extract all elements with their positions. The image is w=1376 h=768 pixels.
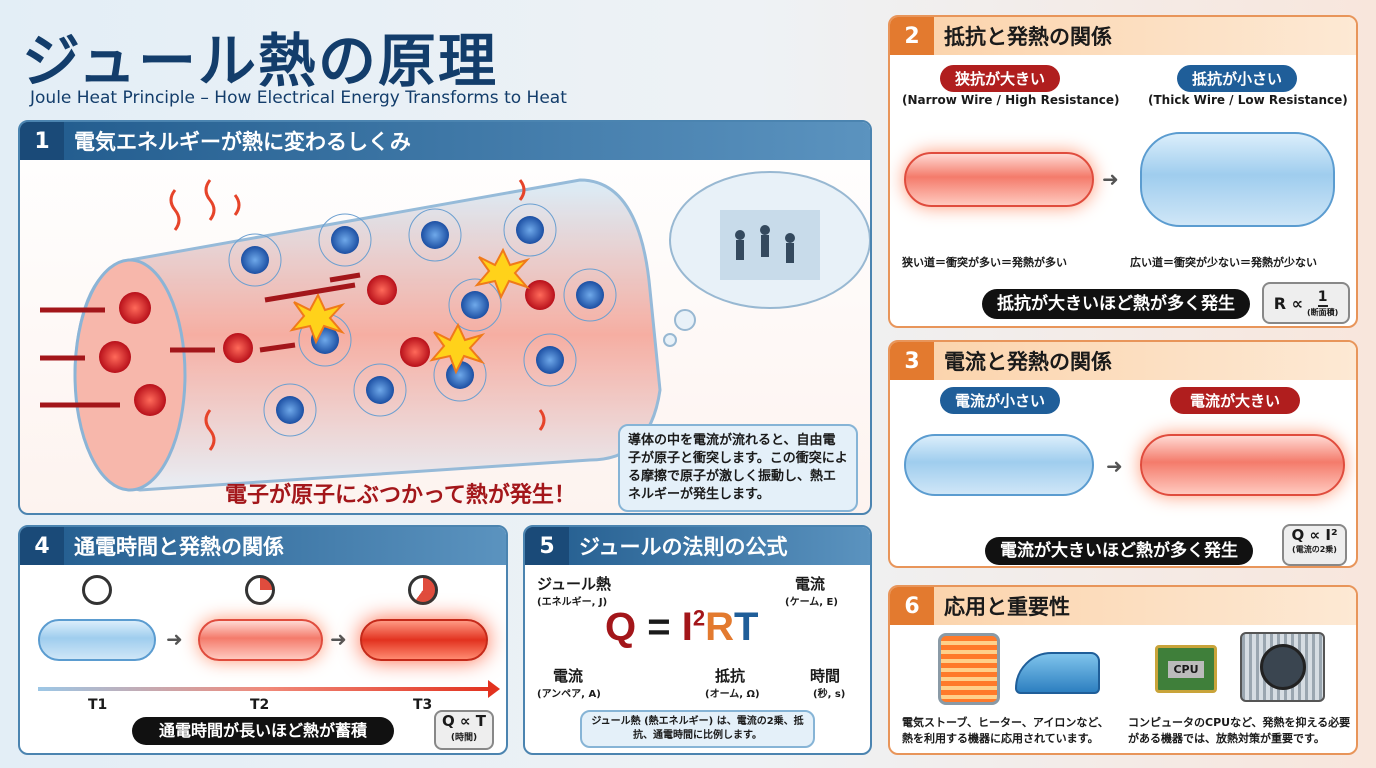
- formula-box: Q ∝ T (時間): [434, 710, 494, 750]
- panel-title: 通電時間と発熱の関係: [74, 535, 284, 559]
- low-resistance-description: 広い道＝衝突が少ない＝発熱が少ない: [1130, 256, 1317, 269]
- panel-header: 3 電流と発熱の関係: [890, 342, 1356, 380]
- formula-denominator: (断面積): [1306, 307, 1339, 317]
- arrow-icon: ➜: [166, 627, 183, 651]
- q-label: ジュール熱: [537, 575, 611, 593]
- i-unit: (アンペア, A): [537, 689, 601, 700]
- formula-equals: =: [647, 605, 671, 649]
- summary-pill: 抵抗が大きいほど熱が多く発生: [982, 289, 1250, 319]
- high-resistance-description: 狭い道＝衝突が多い＝発熱が多い: [902, 256, 1067, 269]
- panel-title: ジュールの法則の公式: [579, 535, 788, 559]
- panel-title: 電気エネルギーが熱に変わるしくみ: [74, 130, 411, 154]
- q-unit: (エネルギー, J): [537, 597, 608, 608]
- page-title: ジュール熱の原理: [22, 27, 498, 95]
- panel-number: 4: [20, 527, 64, 565]
- heat-dissipation-description: コンピュータのCPUなど、発熱を抑える必要がある機器では、放熱対策が重要です。: [1128, 716, 1351, 745]
- panel-number: 5: [525, 527, 569, 565]
- panel-formula: 5 ジュールの法則の公式 ジュール熱 (エネルギー, J) 電流 (ケーム, E)…: [523, 525, 872, 755]
- wire-t3: [360, 619, 488, 661]
- time-label-t2: T2: [250, 697, 270, 713]
- formula-i: I: [681, 605, 693, 649]
- panel-header: 4 通電時間と発熱の関係: [20, 527, 506, 565]
- high-resistance-subtitle: (Narrow Wire / High Resistance): [902, 93, 1120, 107]
- t-unit: (秒, s): [813, 689, 846, 700]
- panel-header: 2 抵抗と発熱の関係: [890, 17, 1356, 55]
- summary-pill: 電流が大きいほど熱が多く発生: [985, 537, 1253, 565]
- i-label: 電流: [553, 667, 584, 685]
- thick-wire: [1140, 132, 1335, 227]
- time-label-t3: T3: [413, 697, 433, 713]
- panel-title: 抵抗と発熱の関係: [944, 25, 1112, 49]
- t-top-label: 電流: [795, 575, 826, 593]
- page-subtitle: Joule Heat Principle – How Electrical En…: [30, 88, 567, 108]
- heat-use-description: 電気ストーブ、ヒーター、アイロンなど、熱を利用する機器に応用されています。: [902, 716, 1109, 745]
- arrow-icon: ➜: [330, 627, 347, 651]
- time-axis-arrow-icon: [488, 680, 500, 698]
- cpu-label: CPU: [1168, 660, 1204, 678]
- panel-header: 5 ジュールの法則の公式: [525, 527, 870, 565]
- heater-icon: [938, 633, 1000, 705]
- formula-box: Q ∝ I²(電流の2乗): [1282, 524, 1347, 566]
- explanation-bubble: 導体の中を電流が流れると、自由電子が原子と衝突します。この衝突による摩擦で原子が…: [618, 424, 858, 512]
- panel-number: 1: [20, 122, 64, 160]
- formula-lhs: R ∝: [1273, 293, 1303, 313]
- formula-t: T: [734, 605, 759, 649]
- panel-mechanism: 1 電気エネルギーが熱に変わるしくみ 電子が原子にぶつかって熱が発生！ 導体の中を…: [18, 120, 872, 515]
- formula-numerator: 1: [1317, 288, 1328, 307]
- formula-exponent: 2: [692, 605, 706, 631]
- time-axis: [38, 687, 493, 691]
- low-resistance-tag: 抵抗が小さい: [1177, 65, 1297, 92]
- narrow-wire: [904, 152, 1094, 207]
- high-resistance-tag: 狭抗が大きい: [940, 65, 1060, 92]
- cpu-chip-icon: CPU: [1155, 645, 1217, 693]
- summary-pill: 通電時間が長いほど熱が蓄積: [132, 717, 394, 745]
- low-current-tag: 電流が小さい: [940, 387, 1060, 414]
- heatsink-fan-icon: [1240, 632, 1325, 702]
- time-label-t1: T1: [88, 697, 108, 713]
- wire-t1: [38, 619, 156, 661]
- stopwatch-icon: [82, 575, 112, 605]
- wire-t2: [198, 619, 323, 661]
- panel-header: 6 応用と重要性: [890, 587, 1356, 625]
- panel-resistance: 2 抵抗と発熱の関係 狭抗が大きい (Narrow Wire / High Res…: [888, 15, 1358, 328]
- formula: Q ∝ I²: [1291, 526, 1338, 544]
- formula-note: (時間): [450, 733, 478, 743]
- low-resistance-subtitle: (Thick Wire / Low Resistance): [1148, 93, 1348, 107]
- thought-bubble: [663, 171, 870, 347]
- formula-note: (電流の2乗): [1292, 545, 1337, 554]
- panel-title: 応用と重要性: [944, 595, 1070, 619]
- arrow-icon: ➜: [1102, 167, 1119, 191]
- low-current-wire: [904, 434, 1094, 496]
- r-unit: (オーム, Ω): [705, 689, 760, 700]
- iron-icon: [1015, 652, 1100, 694]
- atoms: [228, 203, 617, 437]
- formula-box: R ∝ 1(断面積): [1262, 282, 1350, 324]
- electrons: [99, 275, 555, 416]
- panel-number: 2: [890, 17, 934, 55]
- t-label: 時間: [810, 667, 841, 685]
- conductor-illustration: [40, 171, 870, 492]
- panel-applications: 6 応用と重要性 CPU 電気ストーブ、ヒーター、アイロンなど、熱を利用する機器に…: [888, 585, 1358, 755]
- stopwatch-icon: [408, 575, 438, 605]
- panel-number: 3: [890, 342, 934, 380]
- formula-note-bubble: ジュール熱 (熱エネルギー) は、電流の2乗、抵抗、通電時間に比例します。: [580, 710, 815, 748]
- panel-number: 6: [890, 587, 934, 625]
- panel-current: 3 電流と発熱の関係 電流が小さい 電流が大きい ➜ 電流が大きいほど熱が多く発生…: [888, 340, 1358, 568]
- panel-header: 1 電気エネルギーが熱に変わるしくみ: [20, 122, 870, 160]
- collision-caption: 電子が原子にぶつかって熱が発生！: [225, 483, 576, 508]
- t-top-unit: (ケーム, E): [785, 597, 838, 608]
- stopwatch-icon: [245, 575, 275, 605]
- formula: Q ∝ T: [441, 712, 487, 730]
- high-current-tag: 電流が大きい: [1170, 387, 1300, 414]
- formula-r: R: [705, 605, 734, 649]
- joule-formula: Q = I2RT: [605, 605, 758, 650]
- high-current-wire: [1140, 434, 1345, 496]
- panel-title: 電流と発熱の関係: [944, 350, 1112, 374]
- r-label: 抵抗: [715, 667, 746, 685]
- formula-q: Q: [605, 605, 637, 649]
- panel-time: 4 通電時間と発熱の関係 ➜ ➜ T1 T2 T3 通電時間が長いほど熱が蓄積 Q…: [18, 525, 508, 755]
- arrow-icon: ➜: [1106, 454, 1123, 478]
